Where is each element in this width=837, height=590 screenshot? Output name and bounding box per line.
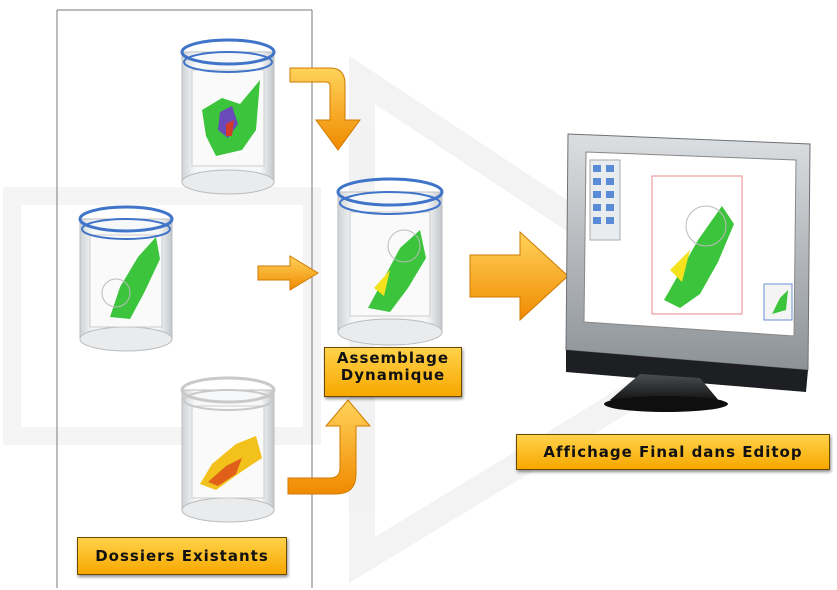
arrow-icon: [287, 399, 372, 495]
database-cylinder-icon: [180, 376, 276, 523]
final-display-label: Affichage Final dans Editop: [516, 434, 830, 470]
dynamic-assembly-label-line2: Dynamique: [340, 366, 446, 385]
database-cylinder-icon: [336, 177, 444, 346]
database-cylinder-icon: [180, 38, 276, 195]
dynamic-assembly-label: Assemblage Dynamique: [324, 347, 462, 397]
existing-files-label: Dossiers Existants: [77, 537, 287, 575]
database-cylinder-icon: [78, 205, 174, 352]
arrow-icon: [257, 255, 319, 291]
existing-files-label-text: Dossiers Existants: [95, 547, 269, 565]
arrow-icon: [289, 67, 361, 151]
monitor-icon: [565, 133, 811, 412]
arrow-icon: [469, 230, 569, 322]
dynamic-assembly-label-line1: Assemblage: [336, 349, 450, 367]
final-display-label-text: Affichage Final dans Editop: [543, 443, 803, 461]
